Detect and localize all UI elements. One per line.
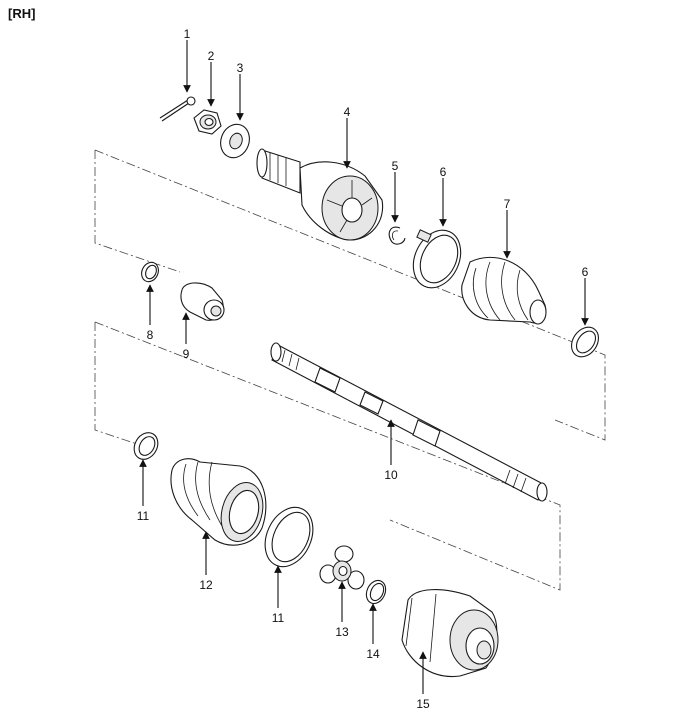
boot-band-inboard-right	[264, 506, 314, 568]
callout-1: 1	[184, 27, 191, 41]
boot-band-right	[571, 326, 599, 358]
washer	[220, 123, 250, 159]
snap-ring-inner	[365, 579, 387, 605]
outboard-cv-joint	[256, 148, 384, 241]
hex-nut	[193, 109, 222, 135]
leader-lines	[139, 40, 589, 694]
guide-lines	[94, 149, 606, 591]
callout-7: 7	[504, 197, 511, 211]
dynamic-damper	[180, 282, 225, 321]
small-ring-8	[141, 261, 159, 283]
callout-4: 4	[344, 105, 351, 119]
callout-labels: 1 2 3 4 5 6 7 6 8 9 10 11 12 11 13 14 15	[137, 27, 589, 711]
callout-6-upper: 6	[440, 165, 447, 179]
callout-14: 14	[366, 647, 380, 661]
drive-shaft	[270, 342, 548, 502]
callout-9: 9	[183, 347, 190, 361]
callout-5: 5	[392, 159, 399, 173]
callout-15: 15	[416, 697, 430, 711]
callout-3: 3	[237, 61, 244, 75]
callout-10: 10	[384, 468, 398, 482]
spider-assembly	[319, 545, 365, 590]
callout-11-left: 11	[137, 509, 150, 523]
joint-housing	[401, 589, 499, 678]
callout-13: 13	[335, 625, 349, 639]
snap-ring-outer	[388, 226, 406, 245]
boot-band-outboard	[412, 229, 462, 289]
callout-6-right: 6	[582, 265, 589, 279]
callout-8: 8	[147, 328, 154, 342]
callout-12: 12	[199, 578, 213, 592]
boot-band-inboard-left	[133, 432, 159, 460]
callout-11-middle: 11	[272, 611, 285, 625]
outboard-boot	[461, 256, 547, 325]
diagram-title: [RH]	[8, 6, 36, 21]
inboard-boot	[170, 458, 267, 546]
callout-2: 2	[208, 49, 215, 63]
cotter-pin	[159, 96, 196, 122]
